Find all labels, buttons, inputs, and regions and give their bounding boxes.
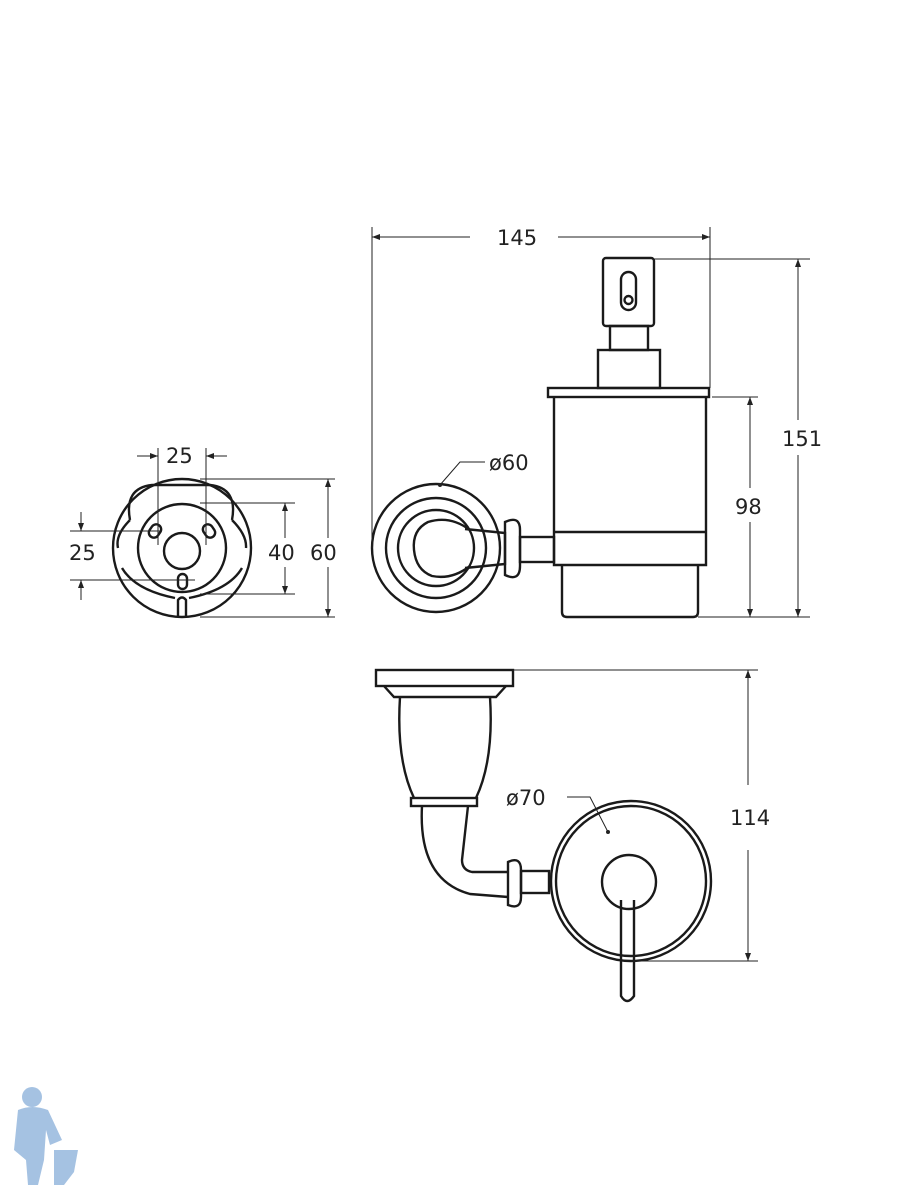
mounting-plate-view [70, 448, 335, 619]
dim-top-flange-diameter: ø70 [506, 786, 546, 810]
dim-side-flange-diameter: ø60 [489, 451, 529, 475]
dim-inner-diameter: 40 [268, 541, 295, 565]
dim-container-height: 98 [735, 495, 762, 519]
dim-total-width: 145 [497, 226, 537, 250]
plumber-logo-icon [14, 1087, 78, 1185]
dim-hole-spacing-h: 25 [166, 444, 193, 468]
dim-hole-spacing-v: 25 [69, 541, 96, 565]
side-view [370, 227, 810, 619]
dim-top-depth: 114 [730, 806, 770, 830]
dim-plate-diameter: 60 [310, 541, 337, 565]
dim-total-height: 151 [782, 427, 822, 451]
top-view [374, 668, 758, 1003]
